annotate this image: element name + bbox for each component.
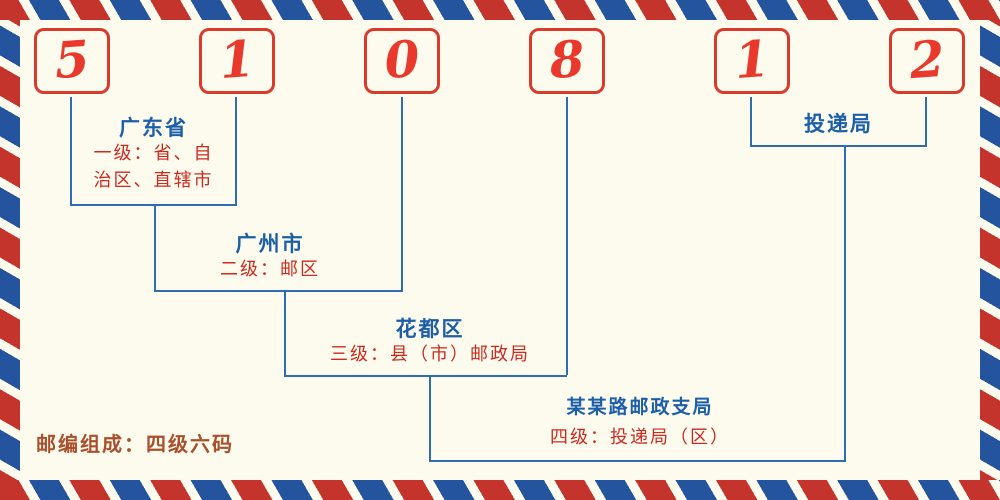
digit-box-2: 1 <box>199 28 275 94</box>
digit-6: 2 <box>907 28 947 91</box>
digit-5: 1 <box>732 28 772 91</box>
digit-3: 0 <box>382 28 422 91</box>
connector-line <box>154 290 403 292</box>
digit-box-3: 0 <box>364 28 440 94</box>
level1-desc: 一级：省、自 治区、直辖市 <box>93 143 214 191</box>
digit-box-5: 1 <box>714 28 790 94</box>
connector-line <box>401 97 403 290</box>
composition-note: 邮编组成：四级六码 <box>36 432 234 456</box>
level4-branch-label: 某某路邮政支局 <box>566 396 714 418</box>
digit-box-1: 5 <box>34 28 110 94</box>
connector-line <box>429 460 846 462</box>
airmail-border-bottom <box>0 480 1000 500</box>
level2-desc: 二级：邮区 <box>220 259 320 280</box>
digit-4: 8 <box>547 28 587 91</box>
level4-desc: 四级：投递局（区） <box>550 427 730 448</box>
digit-1: 5 <box>52 28 92 91</box>
connector-line <box>925 97 927 145</box>
connector-line <box>235 97 237 204</box>
connector-line <box>566 97 568 375</box>
connector-line <box>844 145 846 460</box>
airmail-border-left <box>0 0 20 500</box>
level3-district-label: 花都区 <box>395 317 465 341</box>
connector-line <box>284 375 567 377</box>
connector-line <box>70 204 237 206</box>
connector-line <box>750 97 752 145</box>
connector-line <box>284 290 286 375</box>
airmail-border-right <box>980 0 1000 500</box>
connector-line <box>750 145 927 147</box>
digit-box-4: 8 <box>529 28 605 94</box>
airmail-border-top <box>0 0 1000 20</box>
connector-line <box>70 97 72 204</box>
level1-province-label: 广东省 <box>119 116 188 140</box>
connector-line <box>154 204 156 290</box>
digit-2: 1 <box>217 28 257 91</box>
level3-desc: 三级：县（市）邮政局 <box>330 344 530 365</box>
digit-box-6: 2 <box>889 28 965 94</box>
delivery-bureau-label: 投递局 <box>804 112 873 136</box>
level2-city-label: 广州市 <box>235 232 305 256</box>
connector-line <box>429 375 431 460</box>
